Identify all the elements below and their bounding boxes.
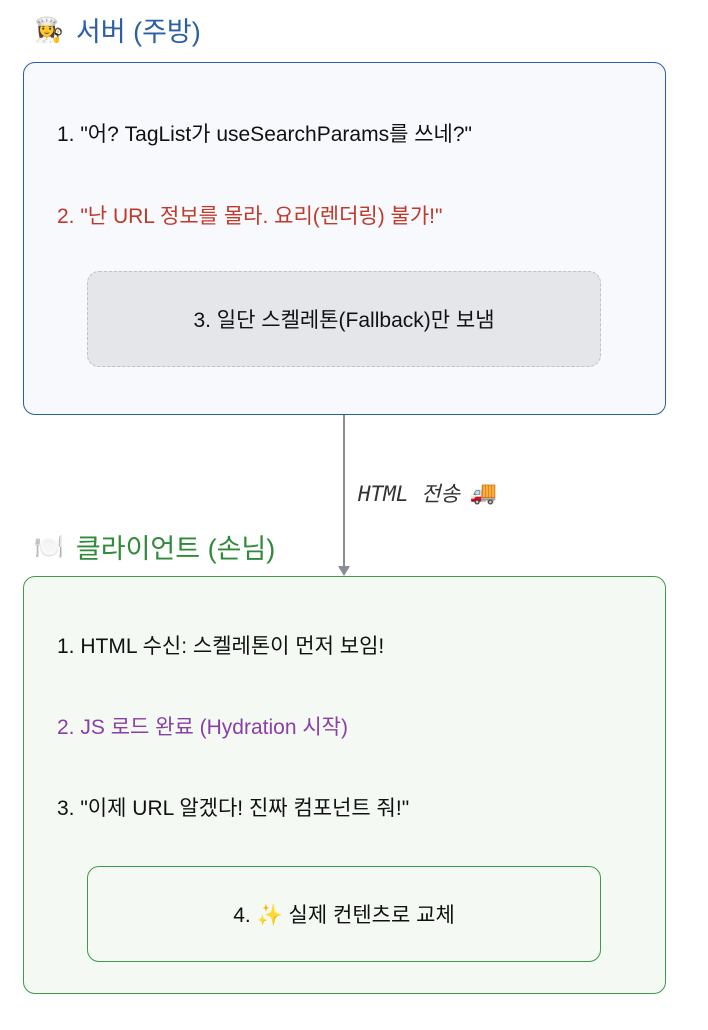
- cook-icon: 👩‍🍳: [34, 15, 64, 44]
- server-box: 1. "어? TagList가 useSearchParams를 쓰네?" 2.…: [23, 62, 666, 415]
- client-step-2: 2. JS 로드 완료 (Hydration 시작): [57, 716, 348, 739]
- flow-arrow-label: HTML 전송 🚚: [358, 478, 497, 508]
- client-step-1: 1. HTML 수신: 스켈레톤이 먼저 보임!: [57, 635, 385, 658]
- client-title-text: 클라이언트 (손님): [75, 534, 276, 564]
- server-step-1: 1. "어? TagList가 useSearchParams를 쓰네?": [57, 123, 473, 146]
- delivery-truck-icon: 🚚: [469, 480, 498, 506]
- flow-arrow-head: [338, 566, 350, 576]
- replace-content-box: 4. ✨ 실제 컨텐츠로 교체: [87, 866, 601, 962]
- fallback-box: 3. 일단 스켈레톤(Fallback)만 보냄: [87, 271, 601, 367]
- flow-arrow-line: [343, 415, 345, 567]
- client-step-3: 3. "이제 URL 알겠다! 진짜 컴포넌트 줘!": [57, 797, 410, 820]
- server-title-text: 서버 (주방): [75, 17, 201, 47]
- client-section-title: 🍽️ 클라이언트 (손님): [34, 527, 275, 566]
- server-section-title: 👩‍🍳 서버 (주방): [34, 10, 201, 49]
- client-box: 1. HTML 수신: 스켈레톤이 먼저 보임! 2. JS 로드 완료 (Hy…: [23, 576, 666, 994]
- arrow-label-text: HTML 전송: [358, 482, 460, 506]
- server-step-2: 2. "난 URL 정보를 몰라. 요리(렌더링) 불가!": [57, 205, 443, 228]
- plate-icon: 🍽️: [34, 532, 64, 561]
